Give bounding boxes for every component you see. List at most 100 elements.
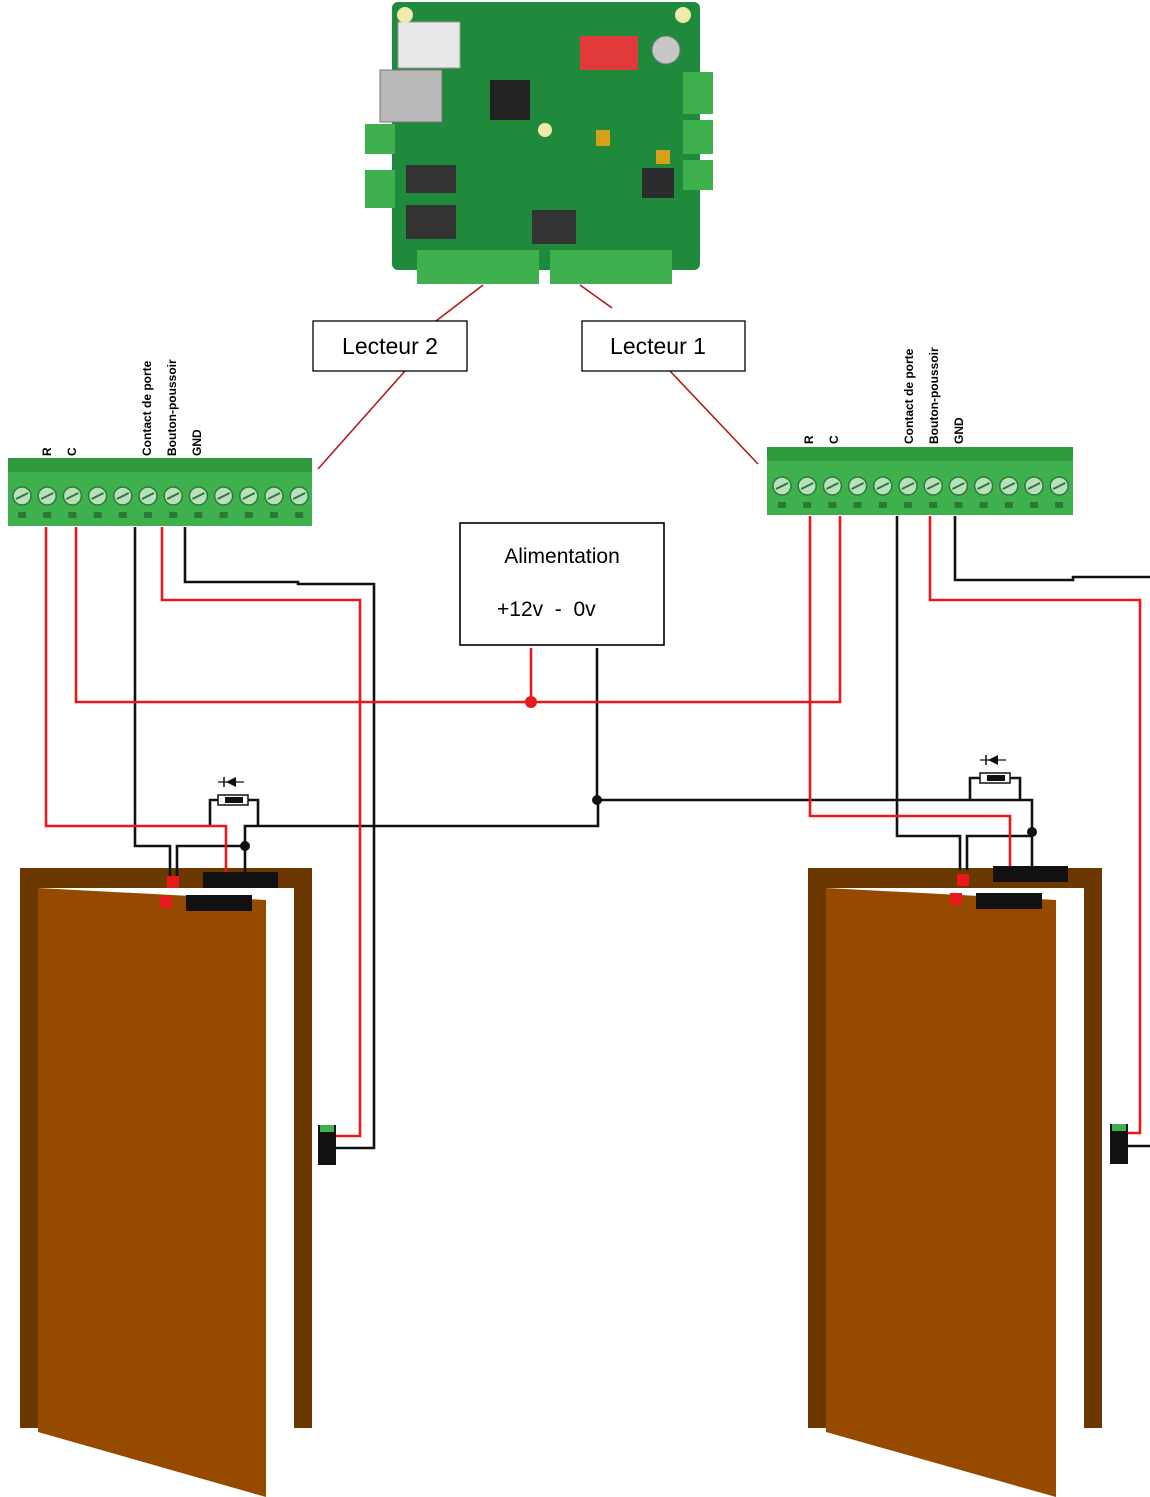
terminal-screw-slot-right-11 [1027, 482, 1041, 490]
reader-2-box [312, 320, 468, 372]
label-door-contact-right: Contact de porte [902, 348, 916, 444]
junction-positive [525, 696, 537, 708]
terminal-screw-slot-right-6 [901, 482, 915, 490]
pcb-connector-right-3 [683, 160, 713, 190]
terminal-screw-slot-right-9 [977, 482, 991, 490]
terminal-slot-right-10 [1004, 502, 1013, 508]
door-right [808, 866, 1102, 1497]
terminal-slot-right-9 [979, 502, 988, 508]
mount-hole-1 [397, 7, 413, 23]
label-door-contact-left: Contact de porte [140, 360, 154, 456]
wire-common-bus [74, 516, 842, 704]
terminal-slot-left-4 [93, 512, 102, 518]
terminal-screw-slot-right-12 [1052, 482, 1066, 490]
terminal-screw-slot-left-8 [191, 492, 205, 500]
inductor [642, 168, 674, 198]
reader-2-label-box: Lecteur 2 [312, 320, 468, 372]
wire-psu-negative [595, 648, 1034, 832]
link-lecteur-1-to-terminal [669, 370, 759, 465]
label-gnd-right: GND [952, 417, 966, 444]
terminal-slot-right-3 [828, 502, 837, 508]
door-contact-magnet-right [950, 893, 962, 905]
wire-gnd-right [953, 516, 1150, 582]
terminal-screw-slot-left-10 [242, 492, 256, 500]
armature-right [976, 893, 1042, 909]
pcb-terminal-reader-1 [550, 250, 672, 284]
link-board-to-lecteur-1 [579, 284, 613, 309]
terminal-slot-right-12 [1055, 502, 1064, 508]
terminal-screw-slot-left-2 [40, 492, 54, 500]
terminal-screw-slot-left-5 [116, 492, 130, 500]
armature-left [186, 895, 252, 911]
reader-1-label: Lecteur 1 [610, 333, 706, 359]
wire-pushbutton-left [160, 527, 362, 1138]
terminal-slot-left-2 [43, 512, 52, 518]
reader-links [317, 284, 759, 470]
wifi-module [397, 21, 461, 69]
terminal-screw-slot-left-3 [65, 492, 79, 500]
wire-gnd-to-pushbutton-left [183, 527, 376, 1150]
wire-door-contact-left [133, 527, 172, 876]
wire-door-contact-right [895, 516, 962, 870]
door-leaf-left [38, 888, 266, 1497]
terminal-slot-right-4 [853, 502, 862, 508]
battery [651, 35, 681, 65]
terminal-slot-left-6 [144, 512, 152, 518]
pcb-terminal-reader-2 [417, 250, 539, 284]
label-push-button-right: Bouton-poussoir [927, 347, 941, 444]
terminal-screw-slot-right-2 [800, 482, 814, 490]
terminal-screw-slot-left-4 [91, 492, 105, 500]
wire-lock-negative-left [243, 800, 600, 846]
terminal-labels-right: R C Contact de porte Bouton-poussoir GND [802, 347, 966, 444]
pcb-connector-right-2 [683, 120, 713, 154]
label-c-right: C [827, 435, 841, 444]
terminal-slot-left-11 [270, 512, 278, 518]
mount-hole-3 [538, 123, 552, 137]
wires-positive [44, 516, 1142, 1138]
relay-1 [406, 165, 456, 193]
terminal-screw-slot-left-12 [292, 492, 306, 500]
terminal-screw-slot-left-7 [166, 492, 180, 500]
wire-contact-return-right [965, 834, 1034, 870]
pcb-connector-left-2 [365, 170, 395, 208]
door-contact-sensor-left [167, 876, 179, 888]
terminal-labels-left: R C Contact de porte Bouton-poussoir GND [40, 359, 204, 456]
terminal-slot-right-7 [929, 502, 938, 508]
terminal-screw-slot-right-3 [825, 482, 839, 490]
terminal-slot-left-12 [295, 512, 304, 518]
maglock-right [993, 866, 1068, 882]
junction-right-lock [1027, 827, 1037, 837]
terminal-slot-right-5 [878, 502, 887, 508]
ethernet-port [379, 69, 443, 123]
push-button-left [318, 1125, 336, 1165]
label-gnd-left: GND [190, 429, 204, 456]
wire-pushbutton-right [928, 516, 1142, 1135]
mount-hole-2 [675, 7, 691, 23]
terminal-slot-right-8 [954, 502, 963, 508]
junction-negative [592, 795, 602, 805]
label-c-left: C [65, 447, 79, 456]
terminal-slot-left-3 [68, 512, 77, 518]
terminal-slot-left-5 [118, 512, 127, 518]
mcu-chip [490, 80, 530, 120]
power-supply-voltage: +12v - 0v [497, 598, 596, 621]
terminal-slot-left-1 [18, 512, 26, 518]
label-r-right: R [802, 435, 816, 444]
terminal-screw-slot-right-4 [851, 482, 865, 490]
door-left [20, 868, 312, 1497]
wire-relay-to-lock-right [808, 516, 1012, 866]
pcb-connector-right-1 [683, 72, 713, 114]
terminal-screw-slot-left-6 [141, 492, 155, 500]
terminal-screw-slot-right-5 [876, 482, 890, 490]
pcb-connector-left-1 [365, 124, 395, 154]
diode-left [217, 777, 249, 806]
terminal-screw-slot-right-8 [951, 482, 965, 490]
label-r-left: R [40, 447, 54, 456]
relay-3 [532, 210, 576, 244]
terminal-screw-slot-left-9 [217, 492, 231, 500]
terminal-screws-right [772, 476, 1069, 508]
terminal-slot-right-2 [803, 502, 812, 508]
controller-board [365, 2, 713, 284]
reader-1-box [581, 320, 746, 372]
terminal-screw-slot-right-7 [926, 482, 940, 490]
